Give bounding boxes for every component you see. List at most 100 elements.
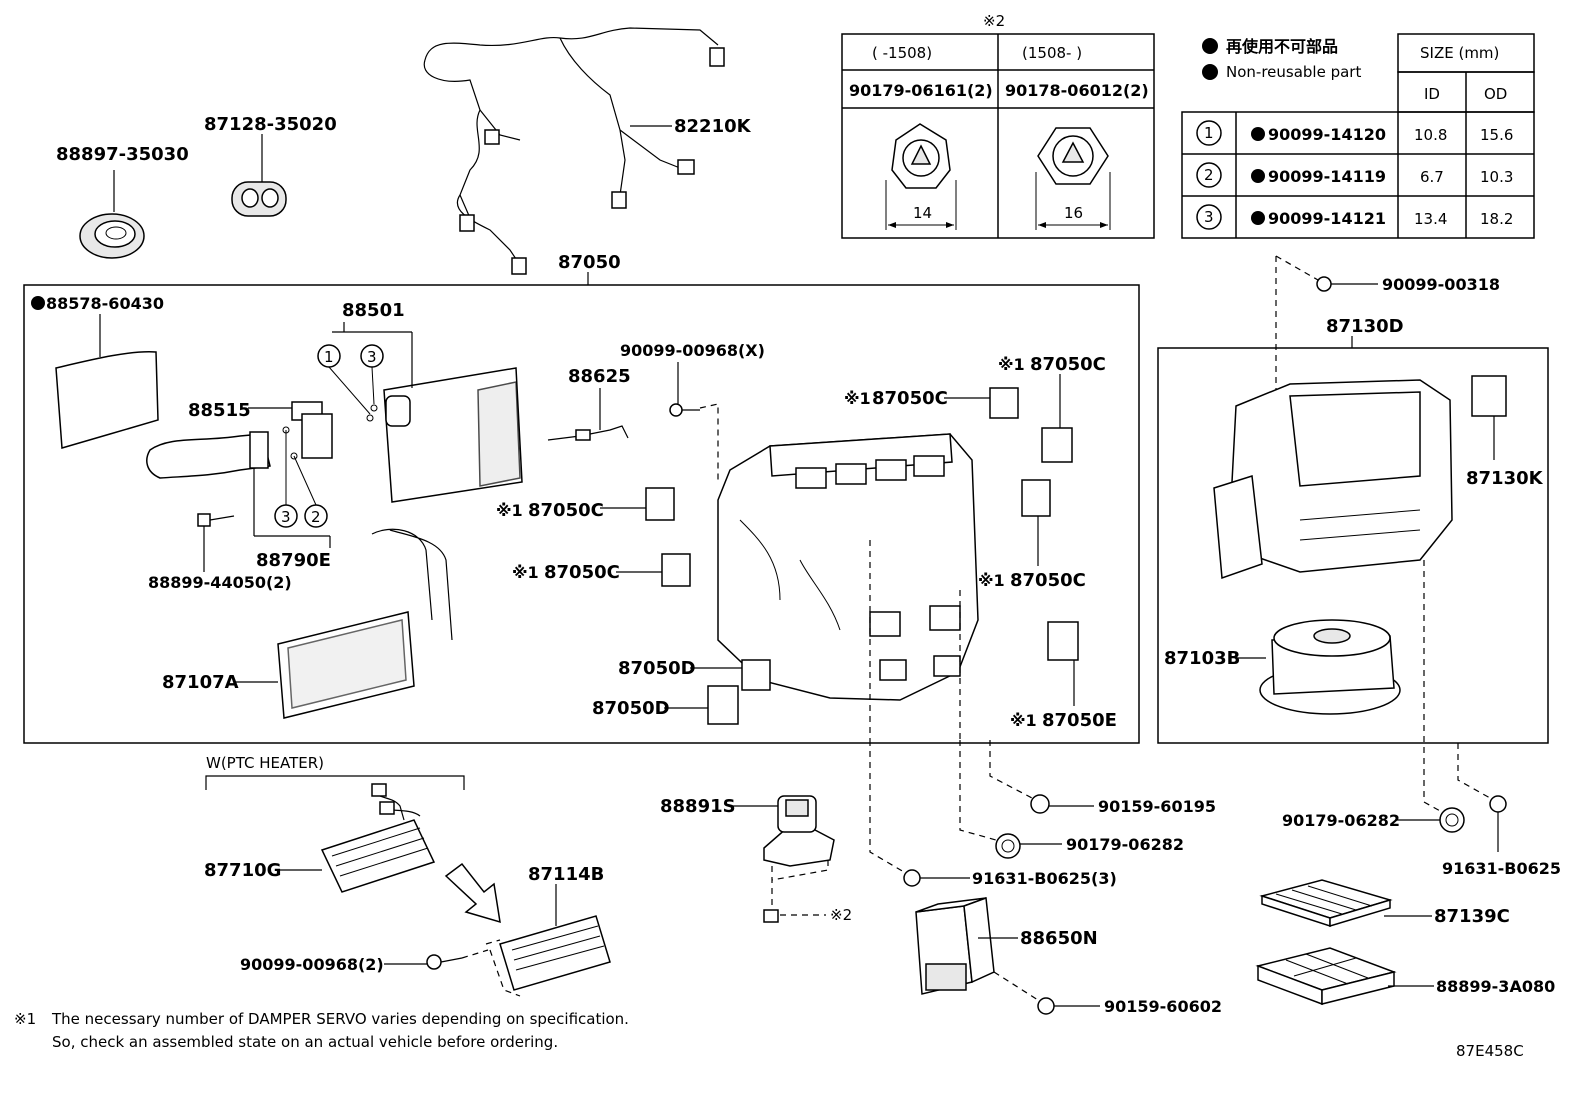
blower-case-87130D	[1213, 379, 1453, 580]
oring-row-1-part: 90099-14120	[1268, 125, 1386, 144]
mark2-col2-dim: 16	[1064, 204, 1083, 222]
ecu-88650N	[915, 896, 1018, 995]
evaporator-88501	[317, 322, 523, 503]
mark2-col2-part: 90178-06012(2)	[1005, 81, 1149, 100]
nut-90179-06282-b	[1396, 560, 1465, 833]
footnote-marker: ※1	[14, 1010, 36, 1028]
mark2-table-marker: ※2	[983, 12, 1005, 30]
oring-row-1-od: 15.6	[1480, 126, 1513, 144]
mark1-c: ※1	[496, 501, 523, 520]
label-ptc-heater: W(PTC HEATER)	[206, 754, 324, 772]
damper-servo-87050D-a	[690, 659, 771, 691]
screw-91631-B0625-3	[869, 740, 970, 887]
label-90099-00968-2: 90099-00968(2)	[240, 955, 384, 974]
assembly-frame-87050	[23, 284, 1140, 744]
servo-motor-88891S	[732, 795, 835, 923]
label-88897: 88897-35030	[56, 144, 189, 165]
blower-motor-87103B	[1236, 619, 1401, 715]
label-87050D-b: 87050D	[592, 698, 670, 719]
mark2-table	[841, 33, 1155, 239]
damper-servo-87050C-d	[616, 553, 691, 587]
label-88501: 88501	[342, 300, 405, 321]
heater-core-87107A	[236, 528, 453, 719]
mark1-b: ※1	[998, 355, 1025, 374]
id-header: ID	[1424, 85, 1440, 103]
oring-row-1-id: 10.8	[1414, 126, 1447, 144]
oring-row-3-od: 18.2	[1480, 210, 1513, 228]
oring-row-2-id: 6.7	[1420, 168, 1444, 186]
bolt-88899-44050	[197, 513, 235, 572]
mark2-col1-header: ( -1508)	[872, 44, 932, 62]
nut-icon-1508-after	[1035, 127, 1111, 230]
legend-jp: 再使用不可部品	[1226, 37, 1338, 56]
oring-row-3-part: 90099-14121	[1268, 209, 1386, 228]
mark2-col1-dim: 14	[913, 204, 932, 222]
label-82210K: 82210K	[674, 116, 752, 137]
footnote-line2: So, check an assembled state on an actua…	[52, 1033, 558, 1051]
oring-row-3-id: 13.4	[1414, 210, 1447, 228]
oring-row-2-num: 2	[1204, 166, 1214, 184]
label-87050D-a: 87050D	[618, 658, 696, 679]
screw-90159-60602	[993, 971, 1100, 1015]
label-87107A: 87107A	[162, 672, 239, 693]
wire-harness-82210K	[423, 27, 725, 275]
mark1-f: ※1	[1010, 711, 1037, 730]
non-reusable-dot-icon	[31, 296, 45, 310]
label-91631-B0625: 91631-B0625	[1442, 859, 1561, 878]
mark2-ref: ※2	[830, 906, 852, 924]
label-87139C: 87139C	[1434, 906, 1510, 927]
damper-servo-87050C-a	[944, 387, 1019, 419]
oring-table	[1181, 33, 1535, 239]
od-header: OD	[1484, 85, 1507, 103]
label-88899-44050: 88899-44050(2)	[148, 573, 292, 592]
label-87050: 87050	[558, 252, 621, 273]
non-reusable-dot-icon	[1202, 38, 1218, 54]
oring-ref-2: 2	[311, 508, 321, 526]
label-87130D: 87130D	[1326, 316, 1404, 337]
servo-87130K	[1471, 375, 1507, 460]
size-header: SIZE (mm)	[1420, 44, 1499, 62]
screw-90099-00968X	[669, 362, 719, 480]
grommet-88897	[79, 170, 145, 259]
grommet-87128	[231, 134, 287, 217]
oring-row-1-num: 1	[1204, 124, 1214, 142]
label-87050C-c: 87050C	[528, 500, 604, 521]
mark1-e: ※1	[978, 571, 1005, 590]
nut-90179-06282-a	[959, 740, 1062, 859]
oring-row-2-part: 90099-14119	[1268, 167, 1386, 186]
oring-ref-3: 3	[367, 348, 377, 366]
ptc-heater-87114B	[485, 884, 611, 997]
damper-servo-87050E	[1047, 621, 1079, 706]
footnote-line1: The necessary number of DAMPER SERVO var…	[51, 1010, 629, 1028]
mark1-a: ※1	[844, 389, 871, 408]
sensor-88625	[547, 388, 629, 441]
assembly-frame-87130D	[1157, 347, 1549, 744]
screw-91631-B0625	[1457, 743, 1507, 852]
arrow-icon	[444, 862, 501, 924]
ptc-bracket	[205, 775, 465, 790]
screw-90159-60195	[989, 740, 1094, 814]
oring-refs-88790E	[253, 430, 331, 548]
label-87103B: 87103B	[1164, 648, 1240, 669]
label-90159-60195: 90159-60195	[1098, 797, 1216, 816]
oring-ref-3b: 3	[281, 508, 291, 526]
hvac-unit-main	[717, 433, 979, 740]
label-87050E: 87050E	[1042, 710, 1117, 731]
nut-icon-1508-before	[885, 123, 957, 230]
diagram-code: 87E458C	[1456, 1042, 1524, 1060]
label-87130K: 87130K	[1466, 468, 1544, 489]
damper-servo-87050C-b	[1041, 374, 1073, 463]
label-90179-06282-a: 90179-06282	[1066, 835, 1184, 854]
oring-row-2-od: 10.3	[1480, 168, 1513, 186]
screw-90099-00968-2	[384, 949, 489, 970]
filter-case-88899-3A080	[1255, 947, 1434, 1006]
label-90159-60602: 90159-60602	[1104, 997, 1222, 1016]
label-90179-06282-b: 90179-06282	[1282, 811, 1400, 830]
damper-servo-87050D-b	[664, 685, 739, 725]
label-90099-00318: 90099-00318	[1382, 275, 1500, 294]
label-87050C-a: 87050C	[872, 388, 948, 409]
legend-en: Non-reusable part	[1226, 63, 1361, 81]
damper-servo-87050C-c	[600, 487, 675, 521]
label-88790E: 88790E	[256, 550, 331, 571]
